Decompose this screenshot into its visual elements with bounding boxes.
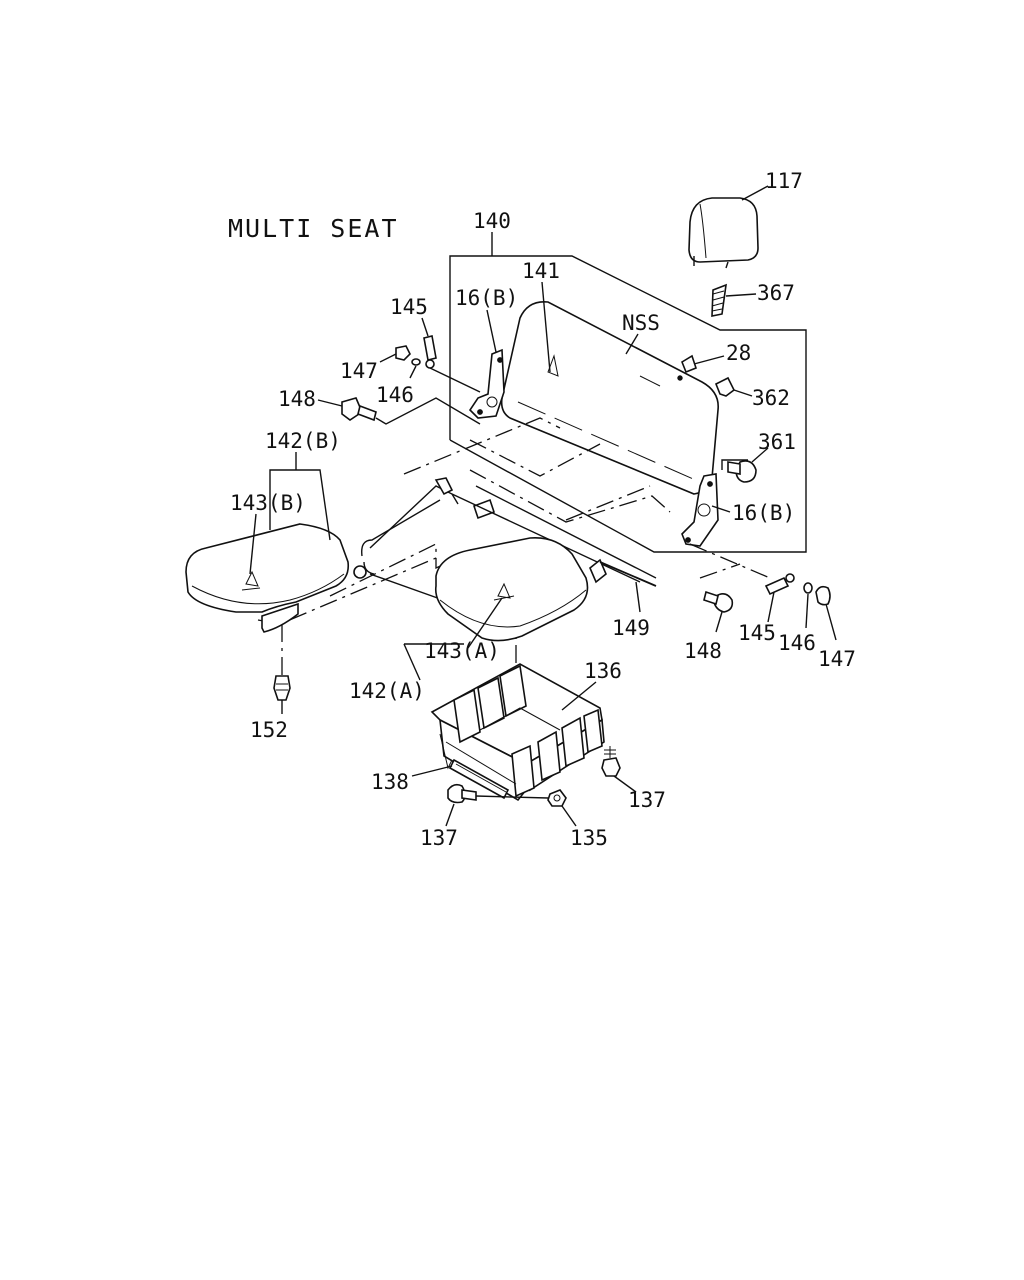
leader-148-right [715,611,723,633]
leader-137-right [613,775,637,793]
label-16b-right: 16(B) [732,501,795,525]
label-147-left: 147 [340,359,378,383]
leader-16b-top [486,309,497,353]
label-137-left: 137 [420,826,458,850]
hinge-bracket-right [681,473,719,547]
label-137-right: 137 [628,788,666,812]
leader-147-right [825,603,837,641]
nut-147-right [815,585,831,606]
headrest-clip-28 [677,354,697,381]
label-142a: 142(A) [349,679,425,703]
leader-136 [561,681,597,711]
leader-137-left [445,803,455,827]
leader-142b-bracket [269,469,331,541]
leader-142a [403,643,421,681]
seat-back-panel [500,301,719,495]
label-147-right: 147 [818,647,856,671]
label-117: 117 [765,169,803,193]
label-135: 135 [570,826,608,850]
seat-frame [353,477,657,607]
label-148-right: 148 [684,639,722,663]
label-146-right: 146 [778,631,816,655]
bolt-361 [727,460,757,483]
bolt-145-left [423,335,437,369]
label-136: 136 [584,659,622,683]
leader-135 [561,805,577,827]
leader-117 [741,185,769,201]
link-146-147 [429,367,481,393]
label-143b: 143(B) [230,491,306,515]
leader-145-left [421,317,429,337]
label-28: 28 [726,341,751,365]
rail-138 [448,758,510,800]
leader-146-left [409,365,417,379]
leader-147-left [379,353,397,363]
washer-146-right [803,582,813,594]
label-148-left: 148 [278,387,316,411]
leader-28 [693,355,725,365]
label-138: 138 [371,770,409,794]
leader-145-right [767,591,775,623]
bolt-137-left [447,783,477,804]
bolt-145-right [764,573,795,596]
nut-135 [547,789,567,807]
label-362: 362 [752,386,790,410]
hinge-bracket-left [468,348,505,419]
leader-148-left [317,399,343,407]
label-146-left: 146 [376,383,414,407]
bolt-137-right [601,746,621,777]
leader-138 [411,765,453,777]
diagram-title: MULTI SEAT [228,214,399,243]
bolt-148-left [341,397,377,422]
label-367: 367 [757,281,795,305]
clip-362 [714,376,736,397]
leader-362 [733,389,753,397]
seat-base-136 [430,663,605,802]
headrest-guide-part [711,283,727,317]
washer-146-left [411,358,421,366]
leader-149 [635,581,641,613]
nut-147-left [395,345,411,361]
seat-cushion-a [434,537,589,642]
leader-148-left-line [375,397,481,425]
leader-16b-right [711,505,731,513]
leader-143b [249,513,257,575]
label-361: 361 [758,430,796,454]
link-137-135 [475,795,549,799]
label-143a: 143(A) [424,639,500,663]
label-145-left: 145 [390,295,428,319]
bolt-152 [273,675,291,701]
leader-141 [541,281,551,373]
seat-back-assembly-outline [449,255,807,553]
leader-367 [725,293,757,297]
leader-361 [751,447,769,463]
leader-143a [467,597,503,649]
label-nss: NSS [622,311,660,335]
label-141: 141 [522,259,560,283]
headrest-part [688,197,759,269]
label-142b: 142(B) [265,429,341,453]
label-140: 140 [473,209,511,233]
bolt-148-right [703,590,734,613]
label-149: 149 [612,616,650,640]
label-16b-top: 16(B) [455,286,518,310]
leader-nss [625,333,639,355]
label-152: 152 [250,718,288,742]
label-145-right: 145 [738,621,776,645]
seat-cushion-b [185,523,350,633]
leader-361-bracket [721,459,748,470]
leader-146-right [805,593,809,629]
